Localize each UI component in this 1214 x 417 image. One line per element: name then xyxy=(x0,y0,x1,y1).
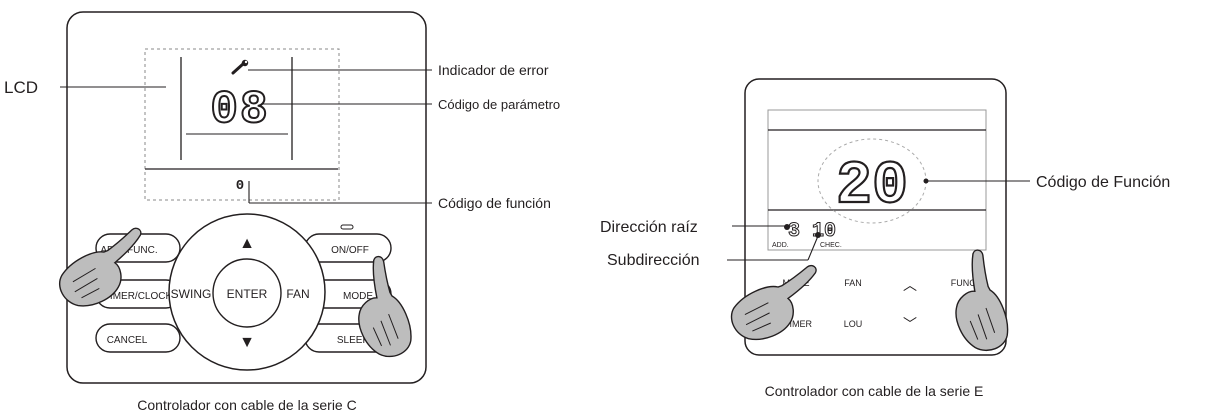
svg-text:FAN: FAN xyxy=(844,278,862,288)
c-series-caption: Controlador con cable de la serie C xyxy=(137,397,356,413)
on-off-led xyxy=(340,224,354,230)
e-chec-label: CHEC. xyxy=(820,242,842,249)
svg-text:▼: ▼ xyxy=(239,334,255,351)
svg-text:FAN: FAN xyxy=(286,287,309,301)
enter-button[interactable]: ENTER xyxy=(212,258,282,328)
svg-text:︿: ︿ xyxy=(903,277,917,293)
e-lcd-small-right: 10 xyxy=(812,220,836,243)
svg-text:FUNCT: FUNCT xyxy=(951,278,982,288)
svg-text:▲: ▲ xyxy=(239,235,255,252)
svg-text:MODE: MODE xyxy=(343,291,373,302)
error-indicator-label: Indicador de error xyxy=(438,62,549,78)
e-up-button[interactable]: ︿ xyxy=(903,277,917,293)
svg-text:TIMER: TIMER xyxy=(784,319,812,329)
swing-button[interactable]: SWING xyxy=(171,287,212,301)
subdirection-label: Subdirección xyxy=(607,252,700,269)
c-series-controller: 08 0 ADD. FUNC. TIMER/CLOCK CANCEL ON/OF… xyxy=(4,11,560,413)
down-arrow-button[interactable]: ▼ xyxy=(239,334,255,351)
c-lcd-screen xyxy=(144,48,340,201)
e-funct-button[interactable]: FUNCT xyxy=(951,278,982,288)
e-lou-button[interactable]: LOU xyxy=(844,319,863,329)
e-function-code-label: Código de Función xyxy=(1036,174,1170,191)
fan-button[interactable]: FAN xyxy=(286,287,309,301)
e-fan-button[interactable]: FAN xyxy=(844,278,862,288)
function-code-label: Código de función xyxy=(438,195,551,211)
root-direction-label: Dirección raíz xyxy=(600,219,698,236)
c-lcd-big-digits: 08 xyxy=(210,84,269,136)
e-add-label: ADD. xyxy=(772,242,789,249)
e-lcd-screen xyxy=(767,109,987,251)
svg-text:ENTER: ENTER xyxy=(227,287,268,301)
wrench-icon xyxy=(231,59,249,75)
svg-text:SWING: SWING xyxy=(171,287,212,301)
svg-text:ON/OFF: ON/OFF xyxy=(331,245,369,256)
svg-text:﹀: ﹀ xyxy=(903,316,917,332)
param-code-label: Código de parámetro xyxy=(438,97,560,112)
svg-text:LOU: LOU xyxy=(844,319,863,329)
e-series-controller: 20 3 10 ADD. CHEC. MODE FAN ︿ FUNCT TIME… xyxy=(600,78,1170,399)
svg-text:SLEEP: SLEEP xyxy=(337,335,370,346)
e-down-button[interactable]: ﹀ xyxy=(903,316,917,332)
e-series-caption: Controlador con cable de la serie E xyxy=(765,383,984,399)
cancel-button[interactable]: CANCEL xyxy=(95,323,181,353)
svg-text:TIMER/CLOCK: TIMER/CLOCK xyxy=(104,291,173,302)
subdirection-callout-line xyxy=(807,235,819,261)
up-arrow-button[interactable]: ▲ xyxy=(239,235,255,252)
lcd-label: LCD xyxy=(4,78,38,97)
svg-text:CANCEL: CANCEL xyxy=(107,335,148,346)
e-timer-button[interactable]: TIMER xyxy=(784,319,812,329)
e-lcd-big-digits: 20 xyxy=(836,153,908,221)
e-lcd-small-left: 3 xyxy=(788,220,800,243)
svg-text:ADD. FUNC.: ADD. FUNC. xyxy=(100,245,157,256)
c-lcd-small-digit: 0 xyxy=(236,178,244,194)
